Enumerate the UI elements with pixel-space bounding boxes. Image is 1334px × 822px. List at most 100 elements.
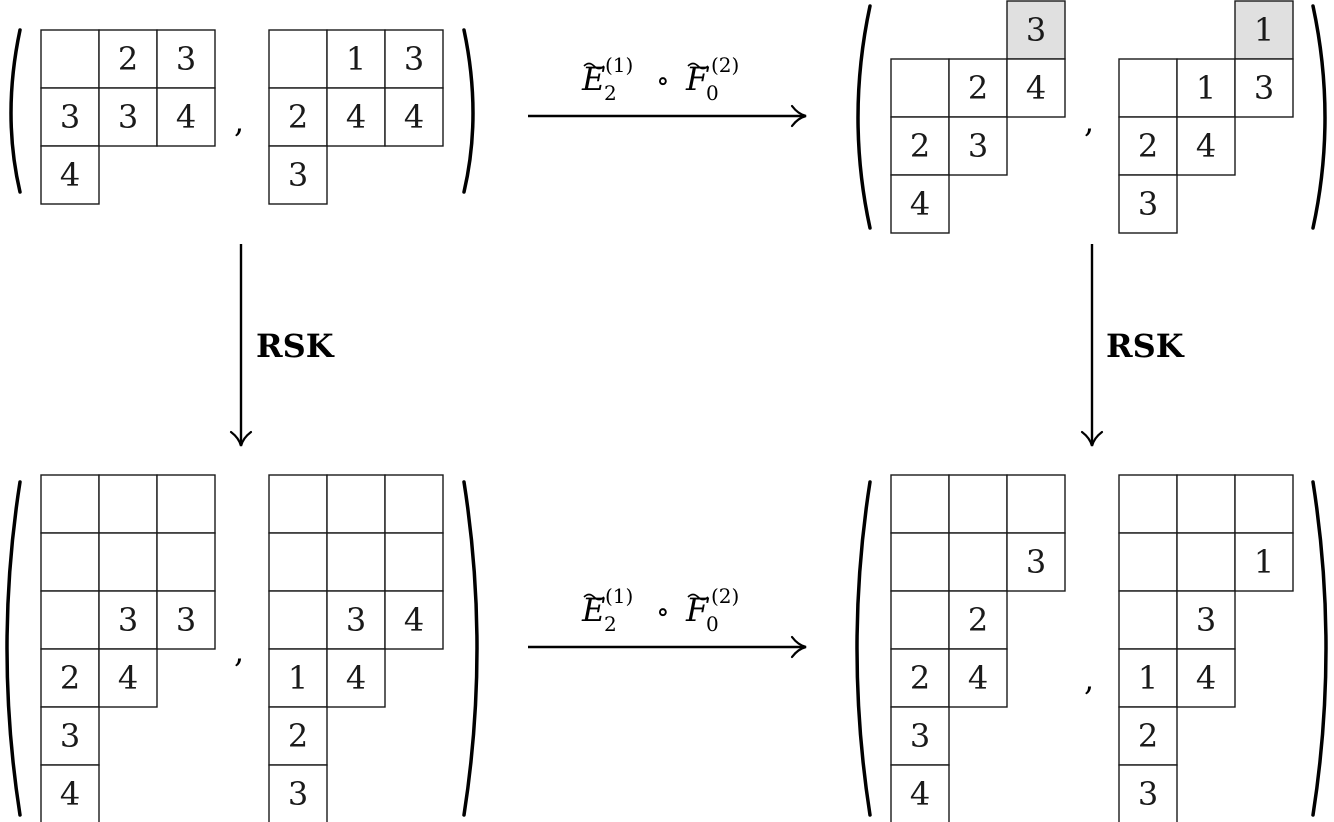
tableau-cell xyxy=(1118,116,1178,176)
tableau-entry: 4 xyxy=(404,98,424,136)
operator-e-sup: (1) xyxy=(605,53,633,77)
tableau-cell xyxy=(326,87,386,147)
tableau-entry: 2 xyxy=(1138,127,1158,165)
arrow-left-vertical xyxy=(229,244,253,447)
tableau-entry: 1 xyxy=(288,659,308,697)
tableau-cell xyxy=(384,590,444,650)
tableau-cell xyxy=(326,474,386,534)
tableau-cell xyxy=(948,590,1008,650)
tableau-cell xyxy=(156,87,216,147)
operator-f-sup: (2) xyxy=(711,53,739,77)
tableau-cell xyxy=(1176,532,1236,592)
tableau-cell xyxy=(1176,648,1236,708)
tableau-cell xyxy=(268,474,328,534)
tableau-cell xyxy=(384,87,444,147)
tableau-entry: 3 xyxy=(118,601,138,639)
arrow-right-vertical xyxy=(1080,244,1104,447)
tableau-cell xyxy=(268,764,328,822)
tableau-cell xyxy=(1234,474,1294,534)
tableau-cell xyxy=(1118,590,1178,650)
tableau-cell xyxy=(890,706,950,766)
tilde-f-icon xyxy=(687,593,709,601)
comma-bottom-right: , xyxy=(1084,660,1094,698)
tableau-cell xyxy=(1006,532,1066,592)
tableau-entry: 3 xyxy=(60,717,80,755)
tableau-cell xyxy=(40,764,100,822)
tableau-entry: 4 xyxy=(404,601,424,639)
tableau-cell xyxy=(948,532,1008,592)
tableau-cell xyxy=(1118,532,1178,592)
tableau-entry: 3 xyxy=(118,98,138,136)
tableau-cell xyxy=(948,648,1008,708)
tableau-cell xyxy=(890,474,950,534)
tableau-entry: 3 xyxy=(968,127,988,165)
tableau-cell xyxy=(1176,58,1236,118)
tableau-entry: 2 xyxy=(1138,717,1158,755)
tableau-entry: 2 xyxy=(910,127,930,165)
tableau-cell xyxy=(40,29,100,89)
operator-compose: ∘ xyxy=(656,64,670,97)
tableau-cell xyxy=(890,764,950,822)
tableau-entry: 1 xyxy=(1254,543,1274,581)
tableau-cell xyxy=(326,532,386,592)
tableau-cell xyxy=(40,145,100,205)
tableau-cell xyxy=(890,58,950,118)
tableau-entry: 2 xyxy=(968,601,988,639)
operator-label-top: E 2 (1) ∘ F 0 (2) xyxy=(581,53,739,105)
tableau-entry: 3 xyxy=(60,98,80,136)
tableau-cell-highlighted xyxy=(1234,0,1294,60)
tableau-cell xyxy=(948,474,1008,534)
tableau-cell xyxy=(98,474,158,534)
operator-label-bottom: E 2 (1) ∘ F 0 (2) xyxy=(581,584,739,636)
tableau-cell xyxy=(1006,474,1066,534)
tableau-entry: 1 xyxy=(346,40,366,78)
tableau-cell xyxy=(948,58,1008,118)
tableau-cell xyxy=(384,474,444,534)
left-paren-bottom-left xyxy=(5,480,22,817)
tableau-entry: 1 xyxy=(1254,11,1274,49)
tableau-entry: 4 xyxy=(346,98,366,136)
tableau-entry: 4 xyxy=(1026,69,1046,107)
tableau-entry: 3 xyxy=(1196,601,1216,639)
right-paren-top-right xyxy=(1311,4,1327,230)
tableau-entry: 4 xyxy=(910,185,930,223)
tableau-entry: 1 xyxy=(1138,659,1158,697)
comma-top-right: , xyxy=(1084,102,1094,140)
tableau-entry: 2 xyxy=(968,69,988,107)
tableau-entry: 1 xyxy=(1196,69,1216,107)
operator-e: E xyxy=(581,60,605,98)
tableau-cell xyxy=(40,706,100,766)
tableau-entry: 3 xyxy=(1026,11,1046,49)
tableau-cell xyxy=(1006,58,1066,118)
tableau-entry: 4 xyxy=(60,156,80,194)
left-paren-bottom-right xyxy=(855,480,872,817)
tableau-cell xyxy=(40,532,100,592)
tableau-cell xyxy=(1118,174,1178,234)
tableau-cell xyxy=(156,590,216,650)
right-paren-bottom-left xyxy=(462,480,479,817)
tableau-entry: 2 xyxy=(288,98,308,136)
tilde-e-icon xyxy=(583,593,605,601)
operator-e: E xyxy=(581,591,605,629)
tilde-f-icon xyxy=(687,62,709,70)
tableau-cell xyxy=(1176,474,1236,534)
tableau-cell xyxy=(384,532,444,592)
tableau-cell xyxy=(1118,648,1178,708)
tableau-cell xyxy=(1118,764,1178,822)
tableau-cell xyxy=(156,474,216,534)
tableau-cell xyxy=(890,174,950,234)
tableau-entry: 3 xyxy=(288,775,308,813)
tableau-entry: 3 xyxy=(1138,185,1158,223)
tableau-cell xyxy=(1234,58,1294,118)
tableau-entry: 4 xyxy=(176,98,196,136)
tableau-cell xyxy=(384,29,444,89)
right-paren-bottom-right xyxy=(1311,480,1328,817)
operator-f-sub: 0 xyxy=(706,612,719,636)
tableau-entry: 3 xyxy=(346,601,366,639)
operator-e-sub: 2 xyxy=(604,81,617,105)
